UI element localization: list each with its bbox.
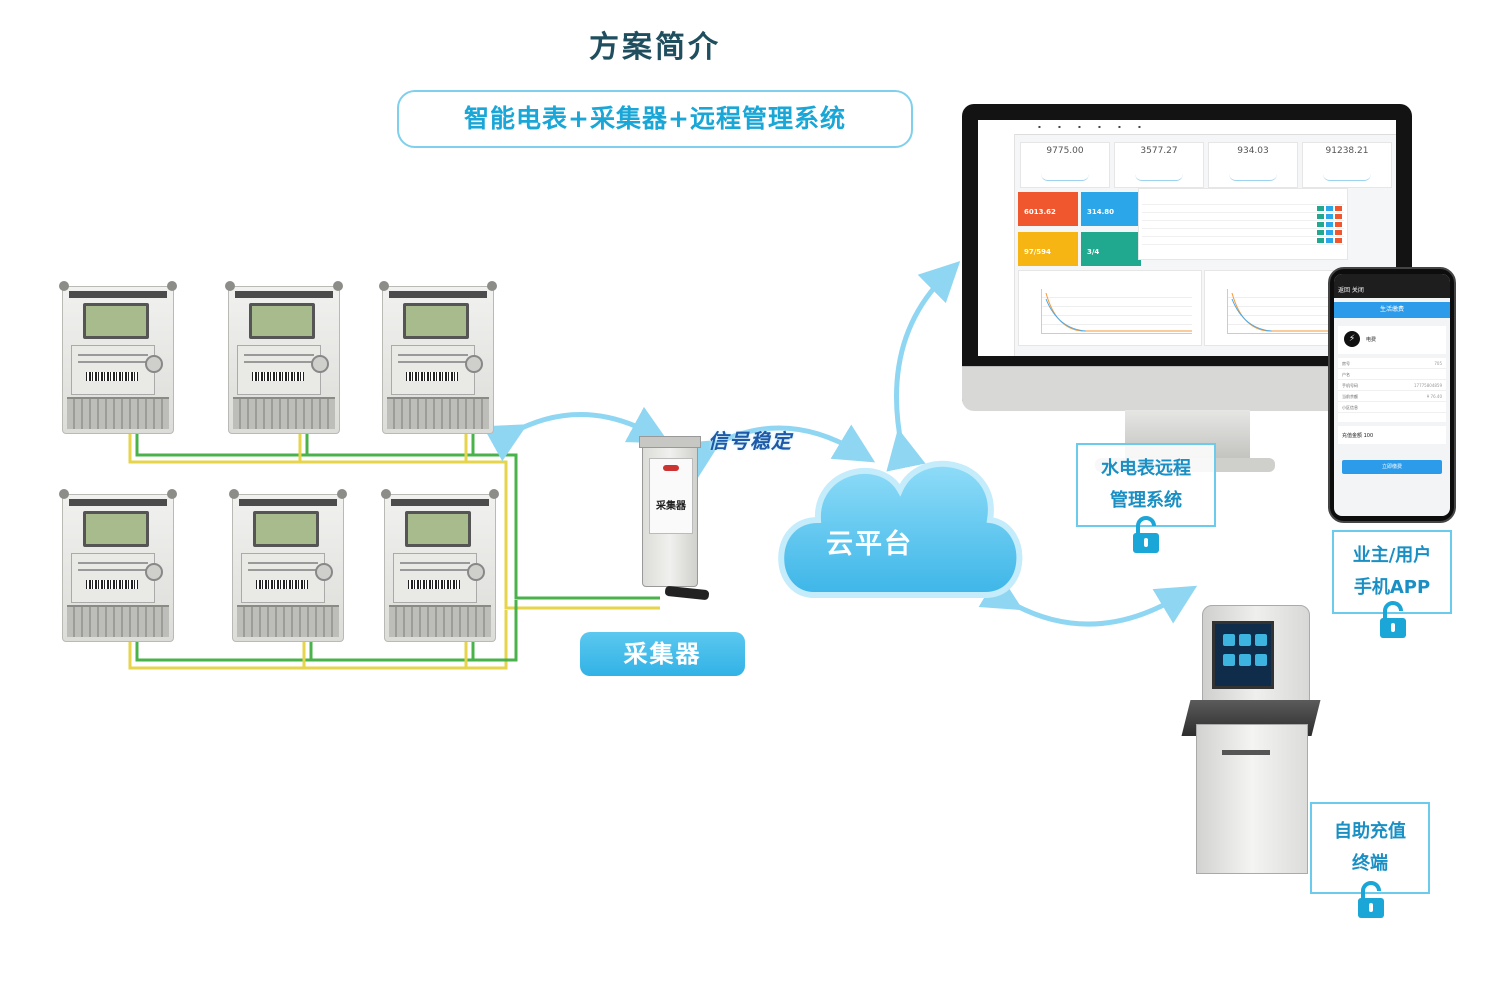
electric-meter [379,281,497,434]
electric-meter [381,489,499,642]
lightning-icon: ⚡ [1344,331,1360,347]
records-table [1138,188,1348,260]
kiosk-screen [1212,621,1274,689]
cloud-platform-label: 云平台 [826,529,913,560]
stat-card: 9775.00 [1020,142,1110,188]
stat-tile: 97/594 [1018,232,1078,266]
electric-meter [229,489,347,642]
phone-nav[interactable]: 返回 关闭 [1334,283,1450,298]
collector-device-label: 采集器 [656,501,686,512]
collector-device: 采集器 [639,436,710,601]
phone-status-bar [1334,274,1450,283]
stat-tile: 314.80 [1081,192,1141,226]
lock-icon [1380,601,1406,638]
service-name: 电费 [1366,337,1377,343]
dashboard-nav: ▪▪ ▪▪ ▪▪ [978,120,1396,135]
solution-subtitle: 智能电表+采集器+远程管理系统 [397,90,913,148]
stat-card: 934.03 [1208,142,1298,188]
pay-button[interactable]: 立即缴费 [1342,460,1442,474]
usage-chart-panel [1018,270,1202,346]
phone-header-title: 生活缴费 [1334,302,1450,318]
page-title: 方案简介 [589,30,721,65]
system-label-box: 水电表远程管理系统 [1076,443,1216,527]
electric-meter [225,281,343,434]
electric-meter [59,281,177,434]
stat-tile: 6013.62 [1018,192,1078,226]
cloud-shape [778,461,1023,598]
dashboard-screen: ▪▪ ▪▪ ▪▪ 9775.00 3577.27 934.03 91238.21… [978,120,1396,356]
indicator-light [663,465,679,471]
stat-tile: 3/4 [1081,232,1141,266]
kiosk-body [1196,724,1308,874]
stat-card: 3577.27 [1114,142,1204,188]
service-card[interactable]: ⚡ 电费 [1338,326,1446,354]
dashboard-sidebar [978,134,1015,356]
app-label-box: 业主/用户手机APP [1332,530,1452,614]
amount-field[interactable]: 充值金额 100 [1338,426,1446,444]
lock-icon [1358,881,1384,918]
kiosk-label-box: 自助充值终端 [1310,802,1430,894]
data-flow-arrows [482,260,1198,627]
electric-meter [59,489,177,642]
lock-icon [1133,516,1159,553]
collector-badge: 采集器 [580,632,745,676]
signal-label: 信号稳定 [708,429,792,453]
kiosk-slot [1222,750,1270,755]
stat-card: 91238.21 [1302,142,1392,188]
